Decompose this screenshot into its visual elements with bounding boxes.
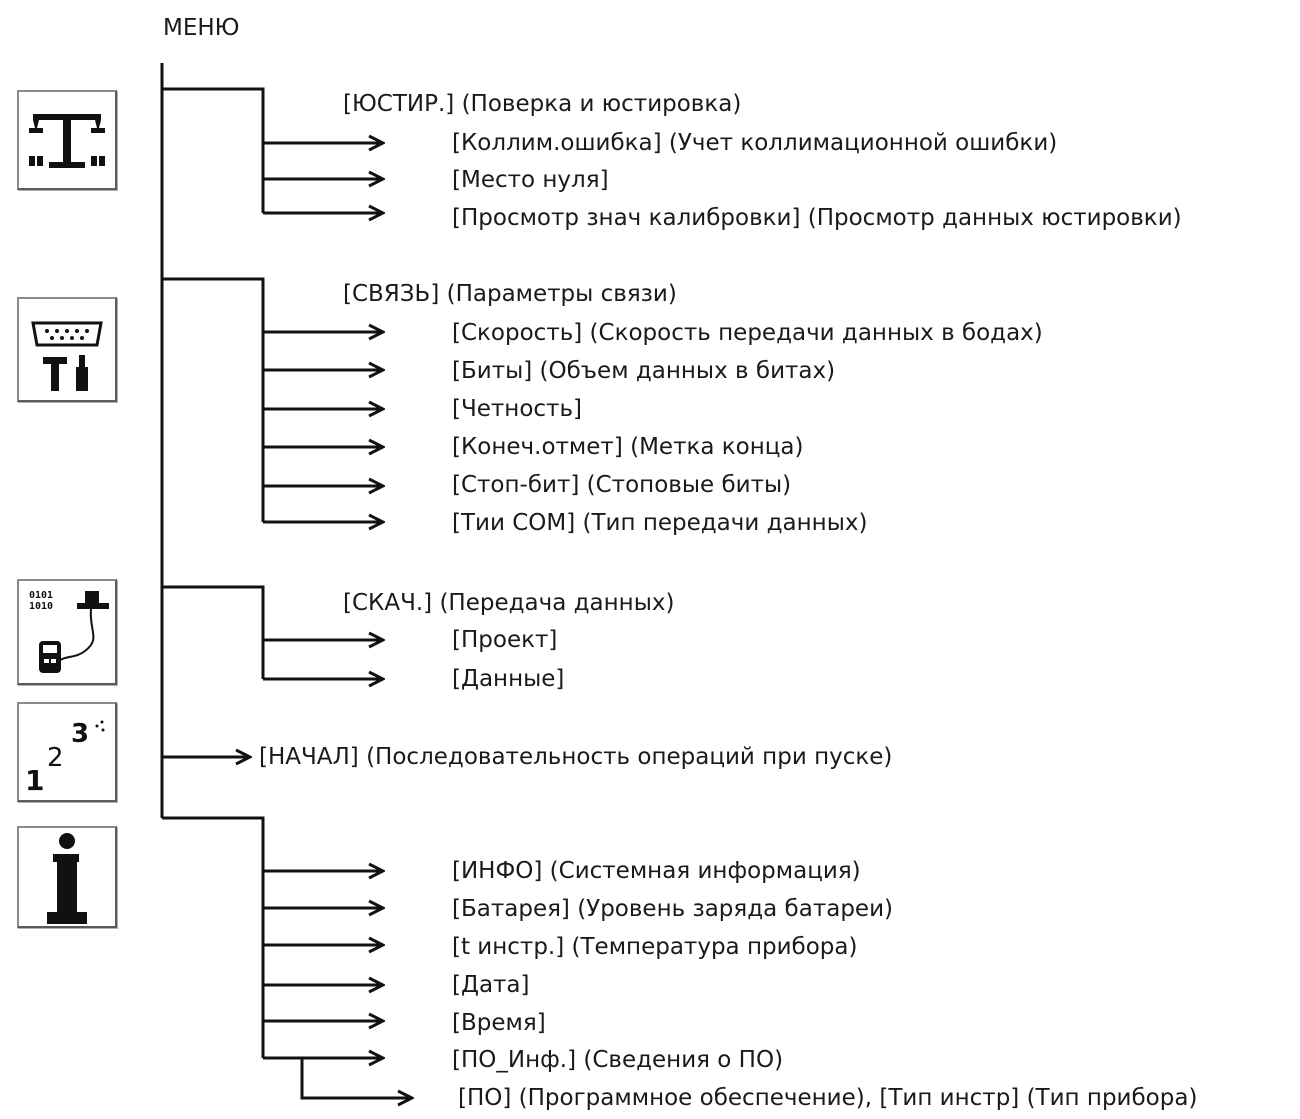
comm-heading: [СВЯЗЬ] (Параметры связи) <box>343 281 677 307</box>
adjust-item: [Просмотр знач калибровки] (Просмотр дан… <box>452 205 1182 231</box>
comm-item: [Тии COM] (Тип передачи данных) <box>452 510 868 536</box>
connector-plug-icon <box>17 297 117 402</box>
info-item: [Батарея] (Уровень заряда батареи) <box>452 896 893 922</box>
info-item: [ИНФО] (Системная информация) <box>452 858 861 884</box>
download-branch-line <box>162 585 265 679</box>
download-heading: [СКАЧ.] (Передача данных) <box>343 590 675 616</box>
info-icon <box>17 826 117 928</box>
comm-branch-line <box>162 277 265 522</box>
svg-text:1: 1 <box>25 764 44 797</box>
info-item: [t инстр.] (Температура прибора) <box>452 934 858 960</box>
balance-scale-icon <box>17 90 117 190</box>
svg-text:3: 3 <box>71 719 89 749</box>
sequence-123-icon: 1 2 3 <box>17 702 117 802</box>
comm-item: [Стоп-бит] (Стоповые биты) <box>452 472 792 498</box>
sub-arrow <box>300 1058 412 1098</box>
info-item: [Дата] <box>452 972 530 998</box>
adjust-heading: [ЮСТИР.] (Поверка и юстировка) <box>343 91 742 117</box>
start-label: [НАЧАЛ] (Последовательность операций при… <box>259 744 893 770</box>
download-item: [Проект] <box>452 627 558 653</box>
svg-text:2: 2 <box>47 743 64 773</box>
info-branch-line <box>162 816 265 1058</box>
svg-text:1010: 1010 <box>29 601 53 612</box>
comm-item: [Скорость] (Скорость передачи данных в б… <box>452 320 1043 346</box>
data-transfer-icon: 0101 1010 <box>17 579 117 685</box>
info-item: [Время] <box>452 1010 546 1036</box>
adjust-item: [Коллим.ошибка] (Учет коллимационной оши… <box>452 130 1058 156</box>
adjust-branch-line <box>162 87 265 213</box>
download-item: [Данные] <box>452 666 565 692</box>
menu-title: МЕНЮ <box>163 15 240 41</box>
comm-item: [Четность] <box>452 396 582 422</box>
comm-item: [Биты] (Объем данных в битах) <box>452 358 836 384</box>
comm-item: [Конеч.отмет] (Метка конца) <box>452 434 804 460</box>
svg-text:0101: 0101 <box>29 590 53 601</box>
info-sub-item: [ПО] (Программное обеспечение), [Тип инс… <box>458 1085 1198 1111</box>
adjust-item: [Место нуля] <box>452 167 609 193</box>
info-item: [ПО_Инф.] (Сведения о ПО) <box>452 1047 784 1073</box>
